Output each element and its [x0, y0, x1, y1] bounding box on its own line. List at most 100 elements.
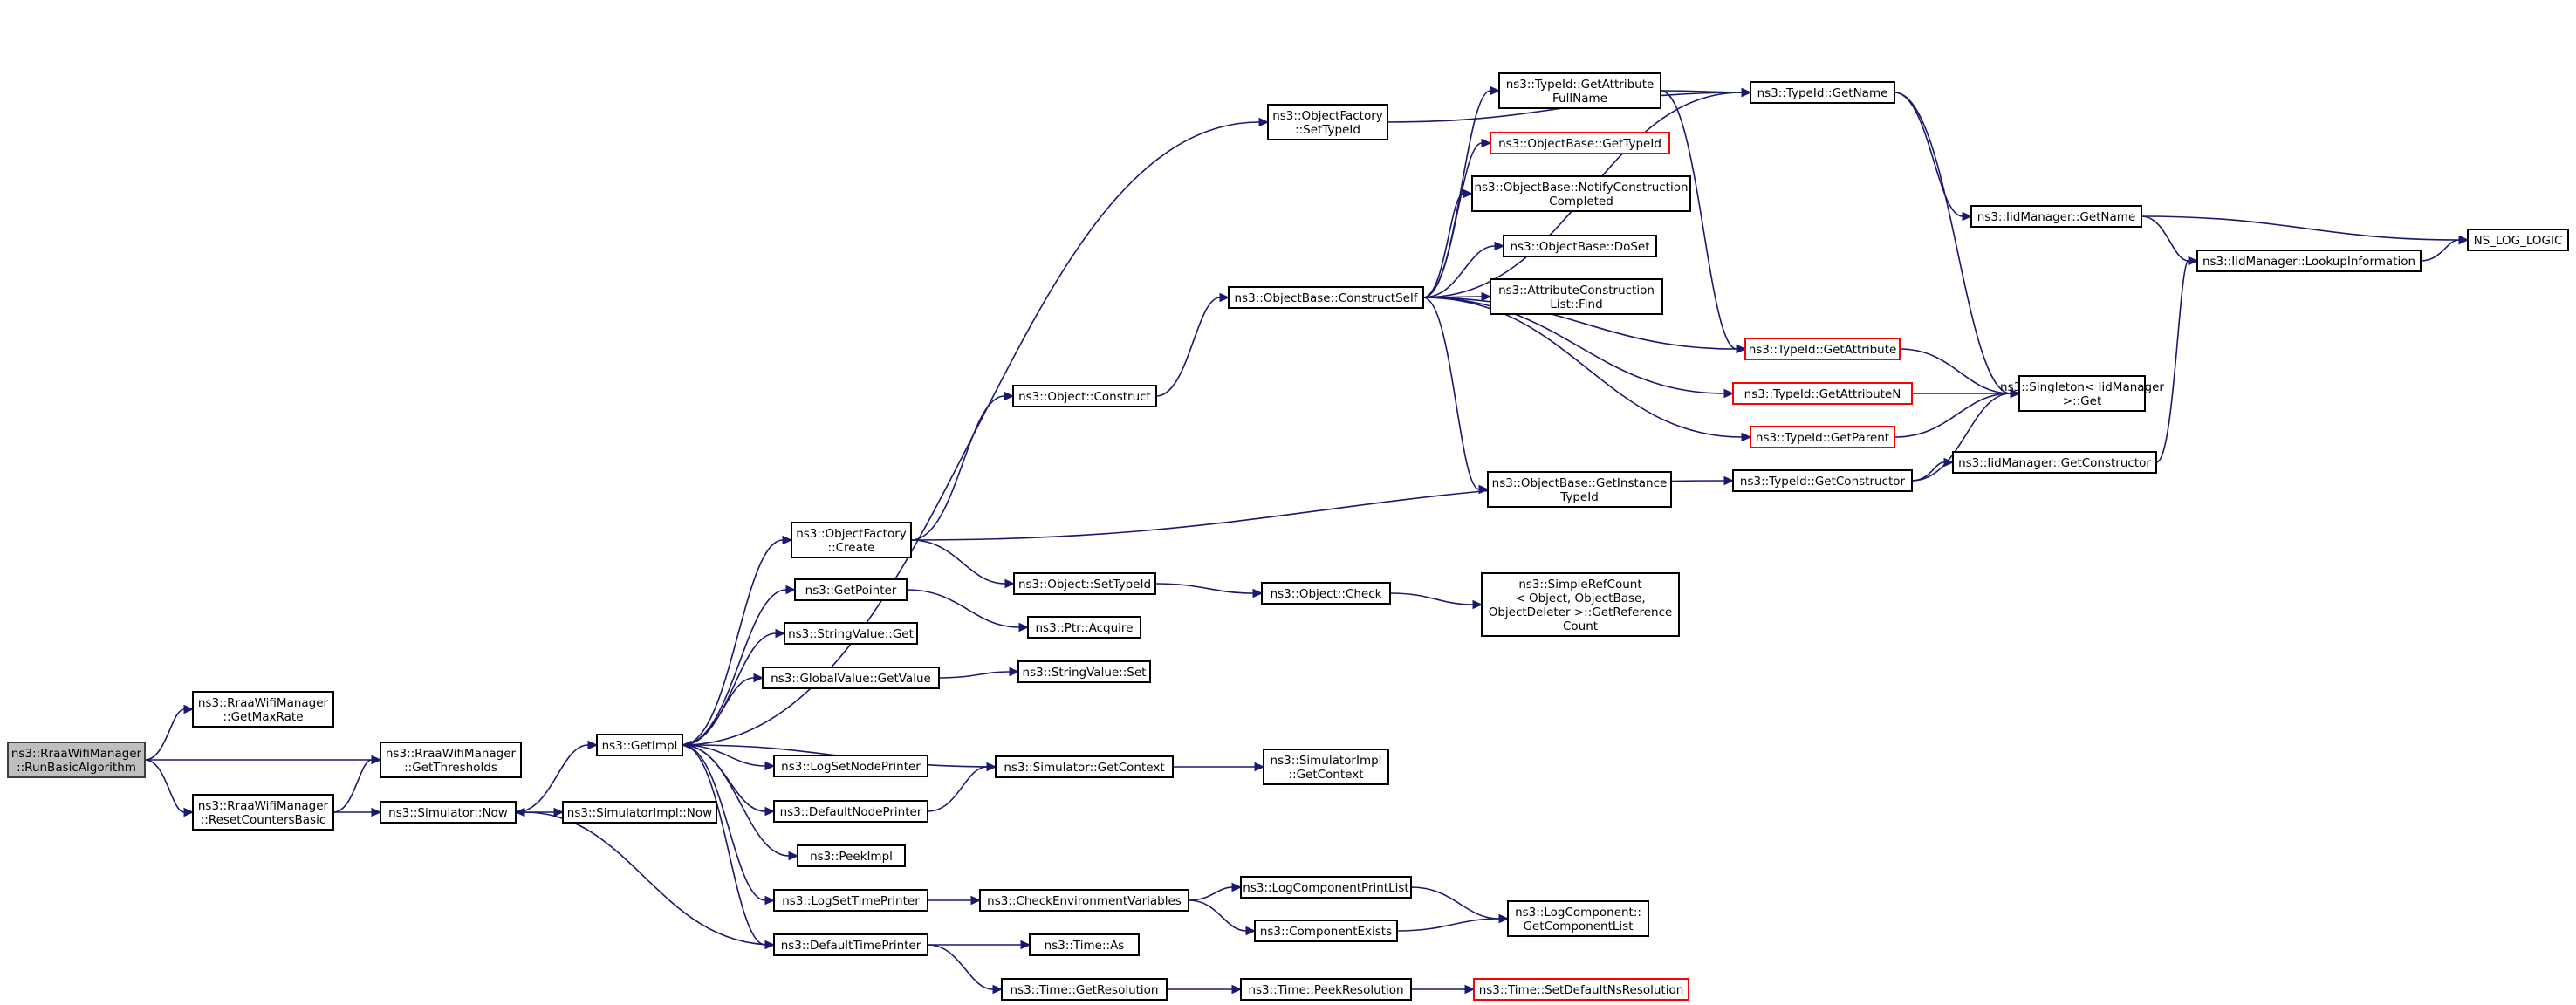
edge-objectbase-construct-self-to-objectbase-get-instance-type-id	[1422, 297, 1480, 490]
edge-get-impl-to-log-set-node-printer	[682, 744, 766, 767]
edge-typeid-get-attr-full-name-to-typeid-get-attribute	[1660, 90, 1737, 350]
node-box	[773, 889, 928, 912]
node-ns-log-logic[interactable]: NS_LOG_LOGIC	[2467, 229, 2569, 251]
node-get-pointer[interactable]: ns3::GetPointer	[794, 578, 908, 601]
node-sim-now[interactable]: ns3::Simulator::Now	[380, 801, 517, 824]
node-box	[1970, 205, 2142, 228]
node-component-exists[interactable]: ns3::ComponentExists	[1254, 920, 1398, 942]
node-time-get-resolution[interactable]: ns3::Time::GetResolution	[1001, 978, 1168, 1001]
node-box	[1267, 104, 1388, 140]
node-default-node-printer[interactable]: ns3::DefaultNodePrinter	[773, 800, 928, 823]
node-reset-counters[interactable]: ns3::RraaWifiManager::ResetCountersBasic	[192, 794, 334, 831]
node-simimpl-now[interactable]: ns3::SimulatorImpl::Now	[562, 801, 717, 824]
node-box	[794, 578, 908, 601]
node-label: List::Find	[1550, 297, 1602, 311]
edge-get-impl-to-peek-impl	[682, 744, 790, 857]
arrowhead	[992, 984, 1004, 995]
node-of-set-type-id[interactable]: ns3::ObjectFactory::SetTypeId	[1267, 104, 1388, 140]
node-typeid-get-attribute[interactable]: ns3::TypeId::GetAttribute	[1744, 338, 1901, 360]
arrowhead	[1481, 291, 1492, 302]
node-run-basic[interactable]: ns3::RraaWifiManager::RunBasicAlgorithm	[7, 742, 146, 778]
node-of-create[interactable]: ns3::ObjectFactory::Create	[791, 522, 912, 558]
node-singleton-get[interactable]: ns3::Singleton< IidManager>::Get	[2000, 375, 2164, 412]
node-objectbase-construct-self[interactable]: ns3::ObjectBase::ConstructSelf	[1228, 286, 1424, 309]
node-box	[1263, 749, 1389, 785]
arrowhead	[2188, 256, 2199, 266]
node-simimpl-get-context[interactable]: ns3::SimulatorImpl::GetContext	[1263, 749, 1389, 785]
node-box	[192, 691, 334, 728]
node-string-value-get[interactable]: ns3::StringValue::Get	[784, 622, 918, 645]
node-box	[1001, 978, 1168, 1001]
node-time-as[interactable]: ns3::Time::As	[1029, 933, 1140, 956]
node-peek-impl[interactable]: ns3::PeekImpl	[797, 844, 906, 867]
node-object-check[interactable]: ns3::Object::Check	[1261, 582, 1391, 605]
edge-get-impl-to-of-set-type-id	[682, 121, 1260, 746]
node-typeid-get-attribute-n[interactable]: ns3::TypeId::GetAttributeN	[1732, 382, 1913, 405]
node-log-component-get-list[interactable]: ns3::LogComponent::GetComponentList	[1507, 900, 1649, 937]
arrowhead	[553, 807, 565, 817]
node-object-set-type-id[interactable]: ns3::Object::SetTypeId	[1013, 572, 1156, 595]
node-label: ns3::CheckEnvironmentVariables	[987, 894, 1182, 908]
arrowhead	[183, 807, 195, 817]
node-get-thresholds[interactable]: ns3::RraaWifiManager::GetThresholds	[380, 742, 522, 778]
node-log-set-time-printer[interactable]: ns3::LogSetTimePrinter	[773, 889, 928, 912]
arrowhead	[782, 535, 793, 545]
arrowhead	[775, 628, 786, 639]
node-objectbase-get-type-id[interactable]: ns3::ObjectBase::GetTypeId	[1490, 132, 1670, 154]
node-box	[1017, 660, 1151, 683]
node-box	[1029, 933, 1140, 956]
node-box	[1744, 338, 1901, 360]
arrowhead	[1478, 484, 1490, 495]
node-default-time-printer[interactable]: ns3::DefaultTimePrinter	[773, 933, 928, 956]
node-check-env-vars[interactable]: ns3::CheckEnvironmentVariables	[979, 889, 1189, 912]
node-time-set-default-ns-resolution[interactable]: ns3::Time::SetDefaultNsResolution	[1473, 978, 1689, 1001]
node-label: ns3::ComponentExists	[1260, 925, 1392, 939]
node-log-set-node-printer[interactable]: ns3::LogSetNodePrinter	[773, 755, 928, 777]
node-iidmanager-lookup-information[interactable]: ns3::IidManager::LookupInformation	[2196, 250, 2422, 272]
node-iidmanager-get-constructor[interactable]: ns3::IidManager::GetConstructor	[1952, 451, 2157, 474]
node-object-construct[interactable]: ns3::Object::Construct	[1012, 385, 1157, 407]
node-typeid-get-constructor[interactable]: ns3::TypeId::GetConstructor	[1732, 469, 1913, 492]
arrowhead	[1231, 984, 1243, 995]
node-box	[1261, 582, 1391, 605]
node-iidmanager-get-name[interactable]: ns3::IidManager::GetName	[1970, 205, 2142, 228]
edge-default-time-printer-to-sim-now	[524, 811, 775, 946]
arrowhead	[1009, 667, 1020, 677]
node-log-component-print-list[interactable]: ns3::LogComponentPrintList	[1240, 876, 1412, 899]
node-sim-get-context[interactable]: ns3::Simulator::GetContext	[995, 755, 1174, 778]
node-global-value-get[interactable]: ns3::GlobalValue::GetValue	[762, 667, 940, 689]
arrowhead	[1464, 984, 1476, 995]
node-time-peek-resolution[interactable]: ns3::Time::PeekResolution	[1240, 978, 1412, 1001]
node-label: GetComponentList	[1523, 920, 1633, 933]
node-simple-ref-count[interactable]: ns3::SimpleRefCount< Object, ObjectBase,…	[1481, 572, 1680, 637]
edge-typeid-get-attr-full-name-to-typeid-get-name	[1660, 90, 1743, 93]
node-label: ns3::Object::SetTypeId	[1018, 578, 1151, 591]
node-label: ns3::TypeId::GetName	[1757, 86, 1888, 100]
edge-run-basic-to-reset-counters	[144, 759, 185, 813]
node-typeid-get-parent[interactable]: ns3::TypeId::GetParent	[1750, 426, 1895, 448]
arrowhead	[1741, 432, 1752, 442]
node-string-value-set[interactable]: ns3::StringValue::Set	[1017, 660, 1151, 683]
edge-typeid-get-constructor-to-iidmanager-get-constructor	[1911, 461, 1945, 482]
node-typeid-get-name[interactable]: ns3::TypeId::GetName	[1750, 81, 1895, 104]
node-objectbase-notify-construction[interactable]: ns3::ObjectBase::NotifyConstructionCompl…	[1471, 175, 1691, 212]
edge-log-component-print-list-to-log-component-get-list	[1410, 886, 1500, 920]
node-ptr-acquire[interactable]: ns3::Ptr::Acquire	[1027, 616, 1141, 639]
node-label: ns3::ObjectBase::NotifyConstruction	[1474, 181, 1688, 195]
node-get-impl[interactable]: ns3::GetImpl	[596, 734, 683, 756]
node-objectbase-do-set[interactable]: ns3::ObjectBase::DoSet	[1503, 235, 1657, 257]
arrowhead	[1481, 138, 1492, 148]
arrowhead	[681, 740, 692, 750]
node-box	[1254, 920, 1398, 942]
node-box	[762, 667, 940, 689]
node-label: ns3::GlobalValue::GetValue	[771, 672, 931, 686]
node-box	[1240, 978, 1412, 1001]
node-label: ns3::SimpleRefCount	[1518, 578, 1641, 591]
node-get-max-rate[interactable]: ns3::RraaWifiManager::GetMaxRate	[192, 691, 334, 728]
node-label: ns3::Ptr::Acquire	[1036, 621, 1134, 635]
node-label: ns3::ObjectBase::ConstructSelf	[1235, 291, 1419, 305]
edge-typeid-get-attribute-to-singleton-get	[1899, 348, 2011, 394]
